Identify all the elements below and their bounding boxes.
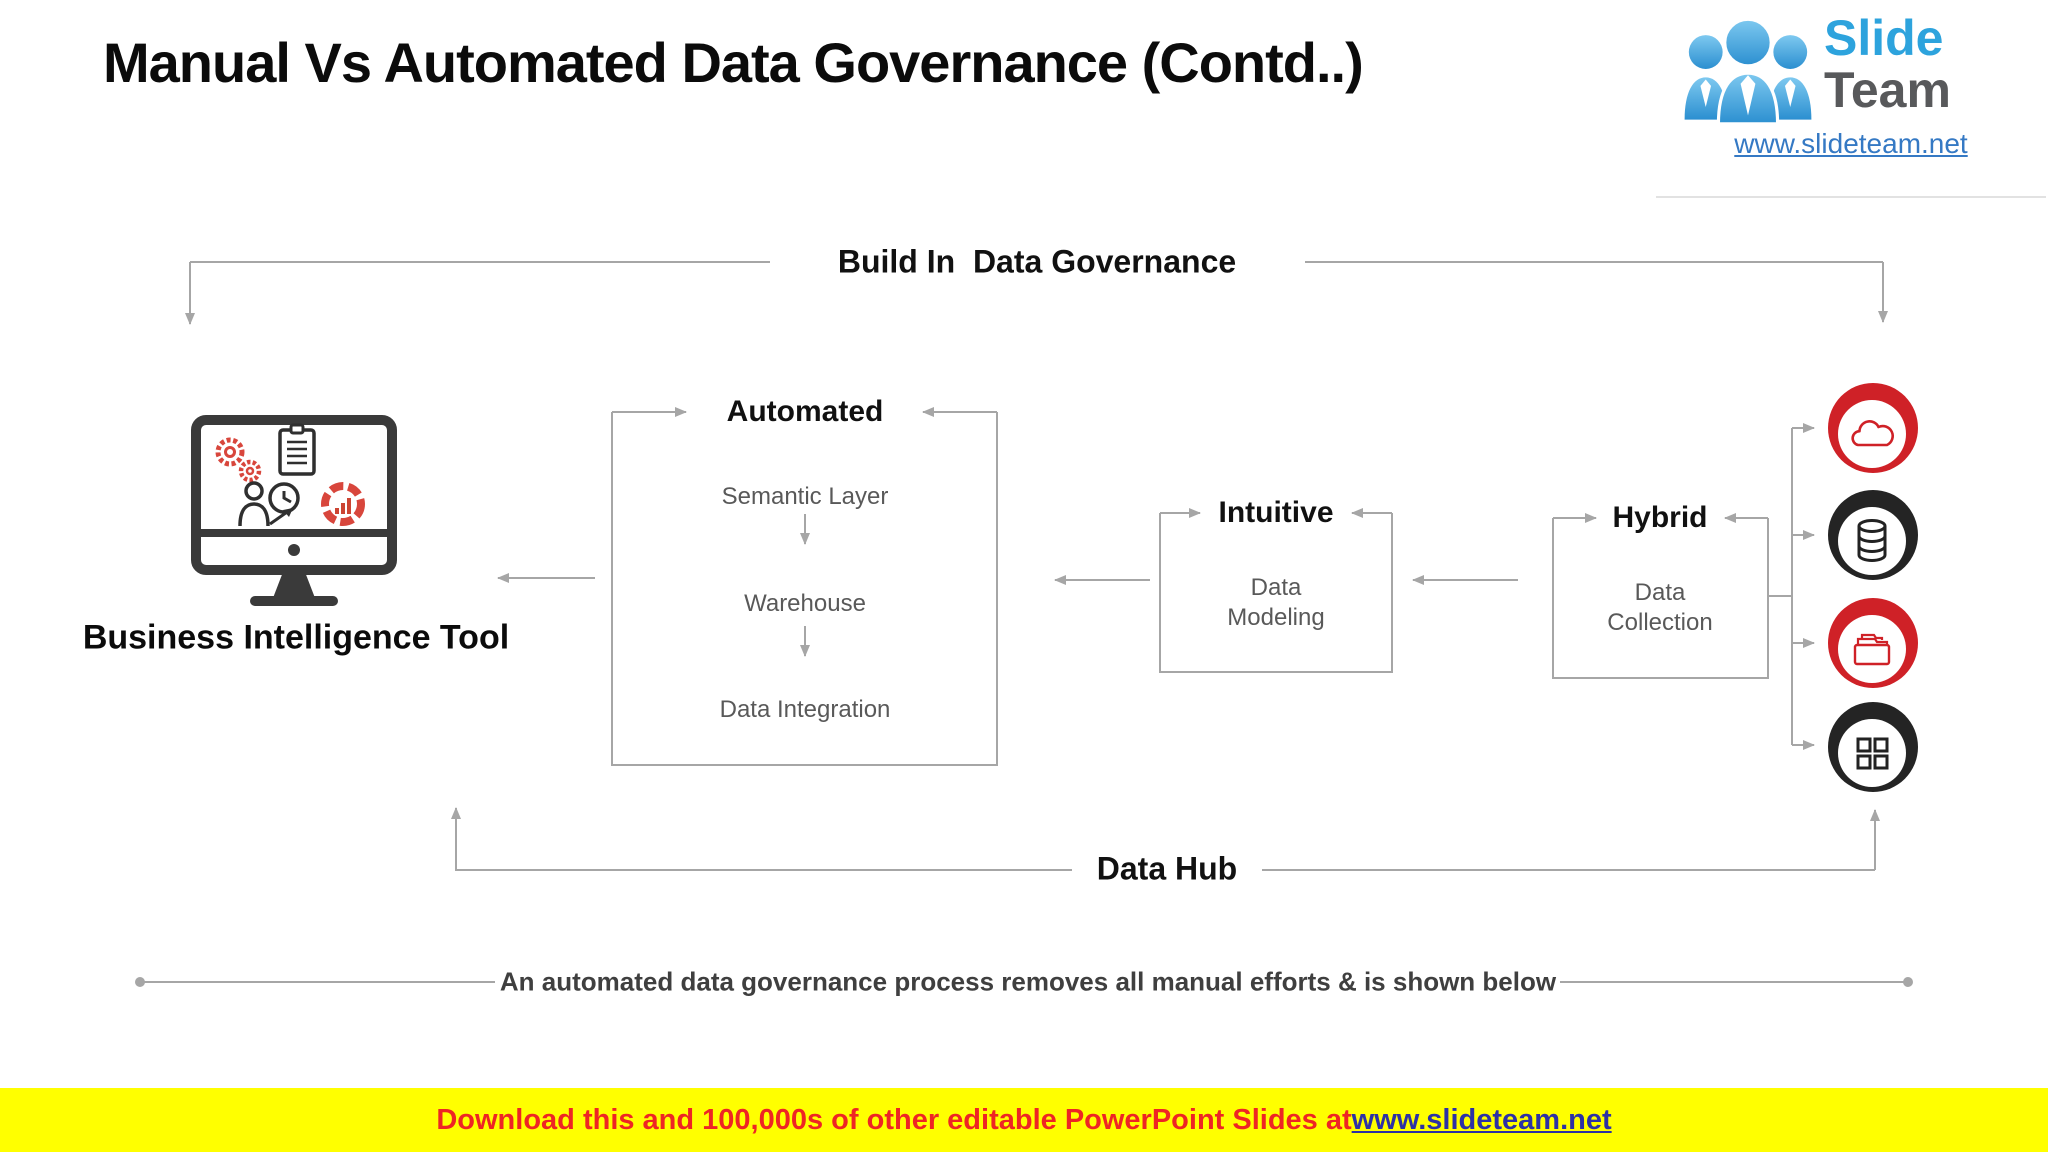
intuitive-box-title: Intuitive <box>1218 496 1334 529</box>
build-in-governance-label: Build In Data Governance <box>837 243 1237 280</box>
data-source-cloud <box>1828 383 1918 473</box>
team-people-icon <box>1684 17 1812 126</box>
monitor-analytics-icon <box>191 415 397 606</box>
slideteam-logo[interactable]: Slide Team www.slideteam.net <box>1656 6 2046 198</box>
banner-text: Download this and 100,000s of other edit… <box>436 1103 1352 1136</box>
gears-icon <box>215 437 262 483</box>
page-title: Manual Vs Automated Data Governance (Con… <box>103 31 1364 94</box>
data-source-grid <box>1828 702 1918 792</box>
data-source-database <box>1828 490 1918 580</box>
intuitive-box-outline <box>1159 508 1393 673</box>
intuitive-box-body: Data Modeling <box>1227 574 1325 631</box>
folder-icon <box>1853 633 1891 666</box>
bi-tool-label: Business Intelligence Tool <box>82 618 510 657</box>
person-clock-icon <box>238 481 300 527</box>
flow-arrows <box>497 573 1518 585</box>
note-divider-lines <box>135 977 1913 987</box>
data-hub-label: Data Hub <box>1096 850 1238 887</box>
automated-box-outline <box>611 407 998 766</box>
bottom-note: An automated data governance process rem… <box>499 966 1557 997</box>
database-icon <box>1857 519 1887 562</box>
step-data-integration: Data Integration <box>719 696 891 723</box>
donut-chart-icon <box>321 482 365 526</box>
logo-brand: Slide Team <box>1824 12 1951 116</box>
hybrid-box-outline <box>1552 513 1769 679</box>
data-source-branch-lines <box>1768 423 1815 750</box>
clipboard-icon <box>278 423 316 476</box>
logo-brand-bottom: Team <box>1824 62 1951 118</box>
build-in-governance-lines <box>185 261 1888 325</box>
logo-brand-top: Slide <box>1824 10 1944 66</box>
data-hub-lines <box>451 807 1880 871</box>
download-banner: Download this and 100,000s of other edit… <box>0 1088 2048 1152</box>
cloud-icon <box>1851 420 1894 447</box>
hybrid-box-body: Data Collection <box>1607 579 1713 636</box>
step-semantic-layer: Semantic Layer <box>721 483 889 510</box>
banner-link[interactable]: www.slideteam.net <box>1351 1103 1612 1136</box>
automated-box-title: Automated <box>726 395 884 428</box>
grid-icon <box>1856 737 1889 770</box>
data-source-folder <box>1828 598 1918 688</box>
hybrid-box-title: Hybrid <box>1612 501 1708 534</box>
logo-url-link[interactable]: www.slideteam.net <box>1734 128 1968 159</box>
step-warehouse: Warehouse <box>744 590 866 617</box>
